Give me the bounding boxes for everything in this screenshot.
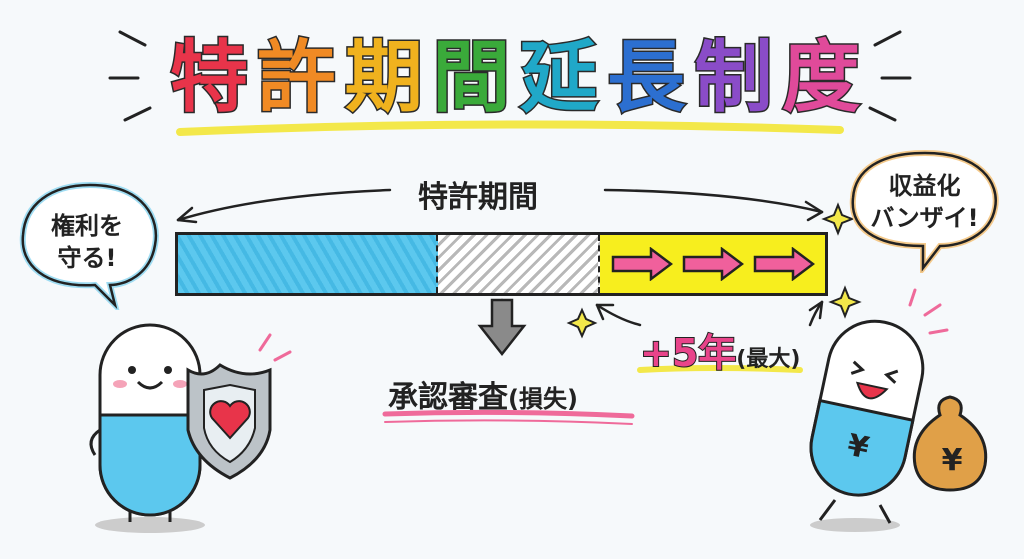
pill-character-with-shield (70, 320, 300, 540)
right-arrow-icon (682, 247, 744, 281)
protected-period-segment (178, 235, 438, 293)
right-arrow-icon (753, 247, 815, 281)
right-bubble-text: 収益化バンザイ! (852, 170, 997, 234)
approval-loss-segment (438, 235, 600, 293)
pill-character-with-money-bag: ¥ ¥ (795, 285, 1020, 535)
extension-segment (600, 235, 825, 293)
extension-label: +5年(最大) (640, 322, 800, 377)
svg-text:¥: ¥ (942, 443, 963, 478)
down-arrow-icon (480, 300, 524, 354)
timeline-label: 特許期間 (410, 172, 546, 216)
approval-label: 承認審査(損失) (388, 372, 578, 416)
patent-timeline-bar (175, 232, 828, 296)
sparkle-icon (569, 310, 595, 336)
left-bubble-text: 権利を守る! (22, 210, 152, 274)
right-arrow-icon (611, 247, 673, 281)
